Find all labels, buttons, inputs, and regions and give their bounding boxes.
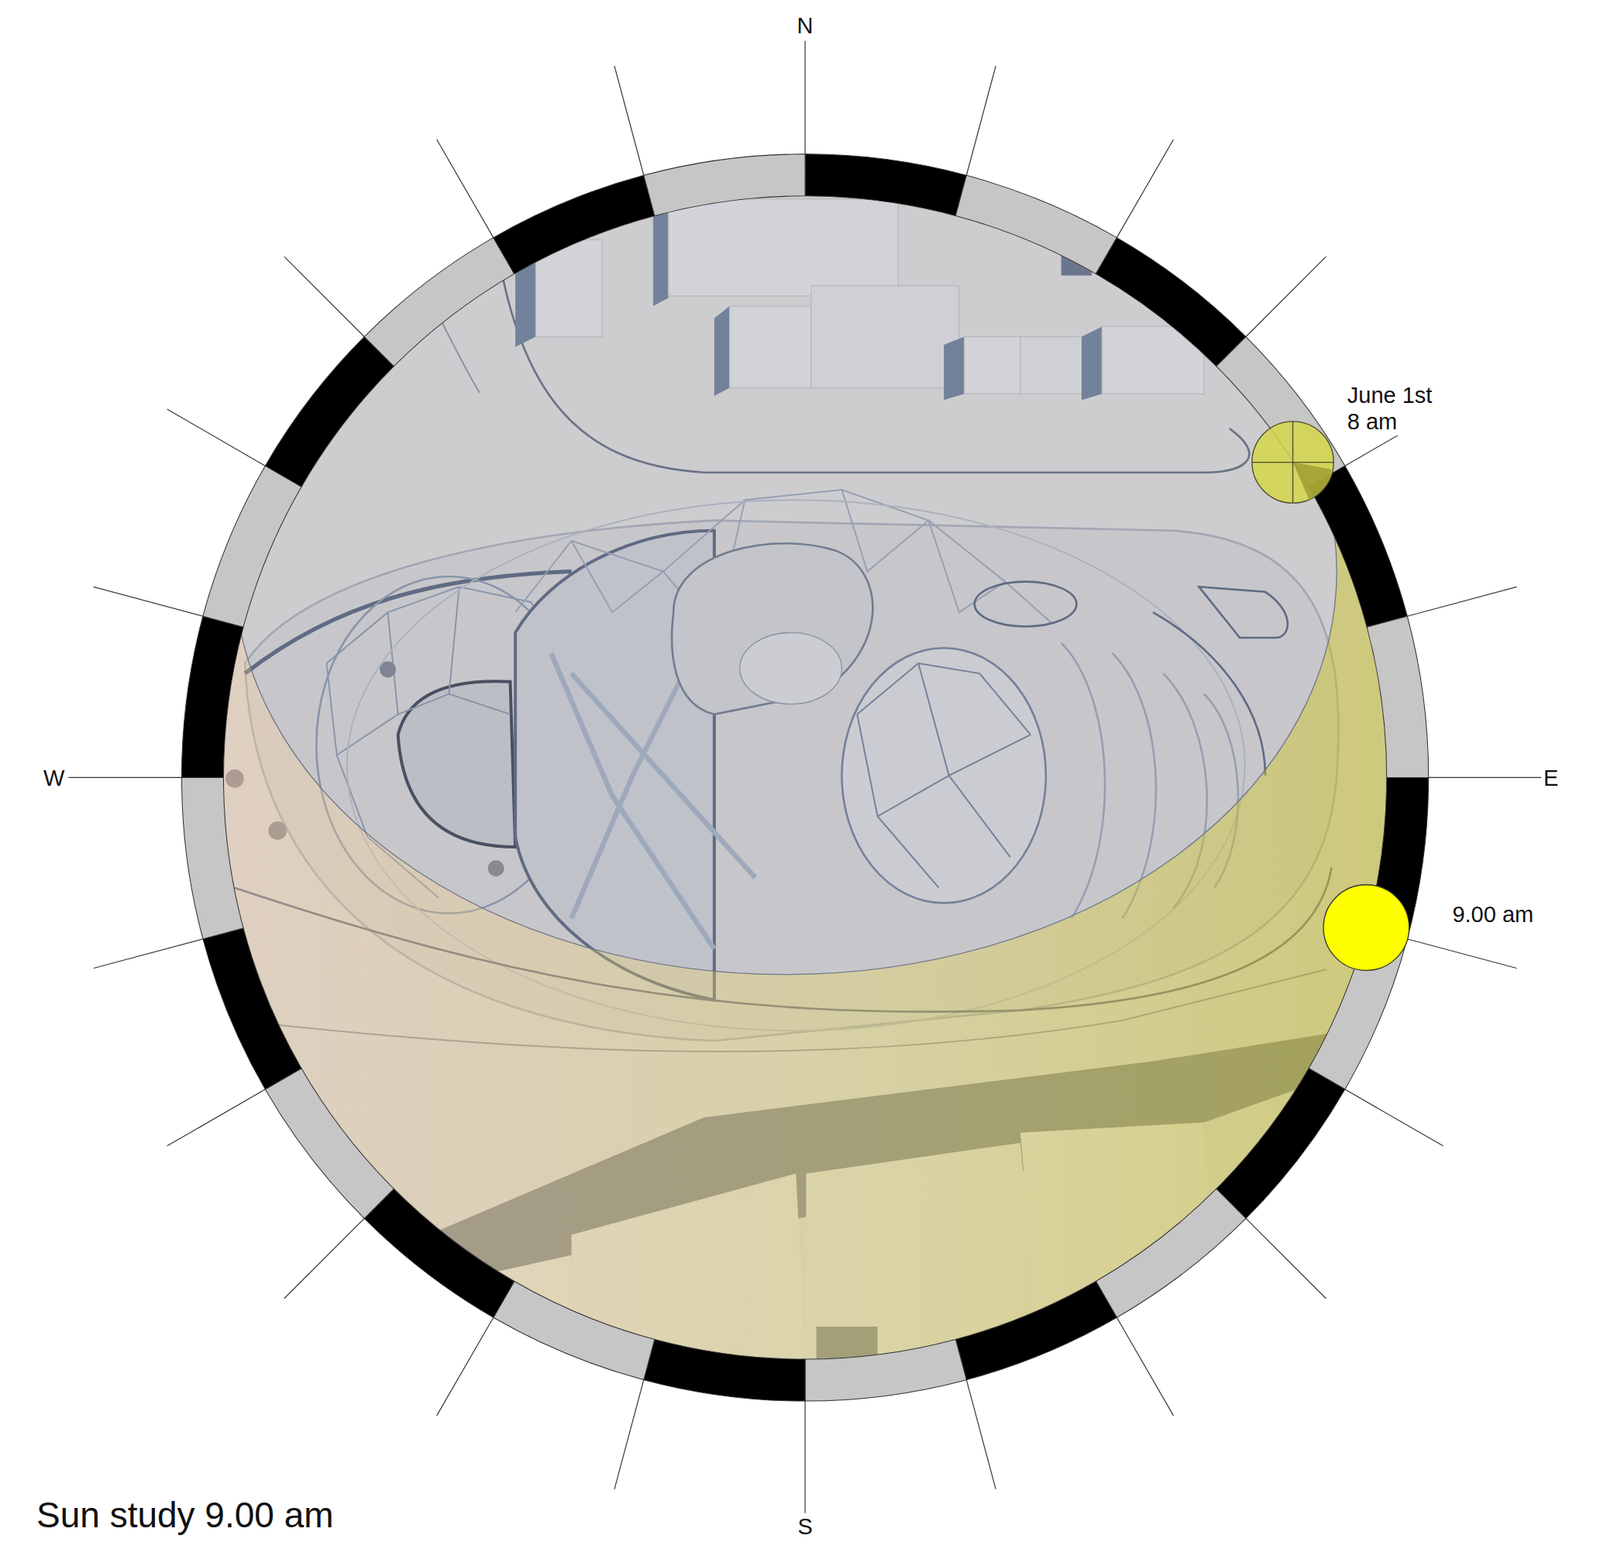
compass-tick: [1245, 1218, 1326, 1298]
compass-label: E: [1541, 763, 1561, 792]
compass-tick: [436, 1317, 494, 1416]
drawing-shape: [1293, 462, 1332, 501]
ring-segment: [955, 175, 1117, 274]
ring-segment: [493, 1280, 655, 1380]
ring-segment: [1216, 1068, 1346, 1219]
drawing-shape: [1292, 421, 1294, 503]
compass-tick: [1407, 939, 1517, 969]
compass-tick: [1116, 139, 1174, 238]
sun-markers: [1252, 421, 1410, 971]
time-label: 9.00 am: [1449, 901, 1536, 929]
compass-tick: [804, 1400, 806, 1514]
compass-label: W: [41, 763, 67, 792]
ring-segment: [643, 1338, 806, 1401]
ring-segment: [805, 154, 967, 217]
compass-tick: [614, 65, 644, 176]
ring-segment: [181, 615, 244, 778]
compass-tick: [93, 939, 204, 969]
drawing-shape: [234, 168, 1337, 974]
sun-overlays: [223, 168, 1387, 1360]
compass-tick: [68, 777, 182, 778]
diagram-title: Sun study 9.00 am: [36, 1495, 334, 1535]
compass-tick: [1428, 777, 1542, 778]
compass-tick: [1116, 1317, 1174, 1416]
compass-ticks: [68, 41, 1542, 1515]
compass-tick: [93, 586, 204, 616]
compass-tick: [614, 1379, 644, 1490]
compass-tick: [436, 139, 494, 238]
compass-tick: [167, 1089, 266, 1146]
compass-tick: [167, 409, 266, 466]
time-label: June 1st 8 am: [1345, 381, 1447, 437]
ring-segment: [805, 1338, 967, 1401]
ring-segment: [643, 154, 806, 217]
ring-segment: [364, 1188, 515, 1318]
drawing-shape: [1323, 884, 1410, 971]
compass-tick: [966, 65, 996, 176]
ring-segment: [1095, 1188, 1246, 1318]
drawing-shape: [1252, 421, 1334, 503]
ring-segment: [181, 777, 244, 939]
ring-segment: [1095, 237, 1246, 367]
drawing-shape: [223, 168, 1387, 1360]
compass-label: N: [794, 12, 816, 40]
compass-tick: [1245, 256, 1326, 337]
compass-tick: [804, 41, 806, 155]
ring-segment: [1308, 465, 1408, 627]
compass-tick: [1407, 586, 1517, 616]
compass-tick: [284, 256, 365, 337]
ring-segment: [493, 175, 655, 274]
compass-tick: [966, 1379, 996, 1490]
compass-tick: [1345, 1089, 1444, 1146]
ring-segment: [364, 237, 515, 367]
compass-tick: [284, 1218, 365, 1298]
compass-ring: [181, 154, 1428, 1401]
ring-segment: [203, 928, 302, 1090]
ring-segment: [264, 337, 394, 488]
compass-label: S: [794, 1513, 815, 1541]
ring-segment: [1366, 615, 1429, 778]
ring-segment: [203, 465, 302, 627]
ring-segment: [955, 1280, 1117, 1380]
ring-segment: [264, 1068, 394, 1219]
